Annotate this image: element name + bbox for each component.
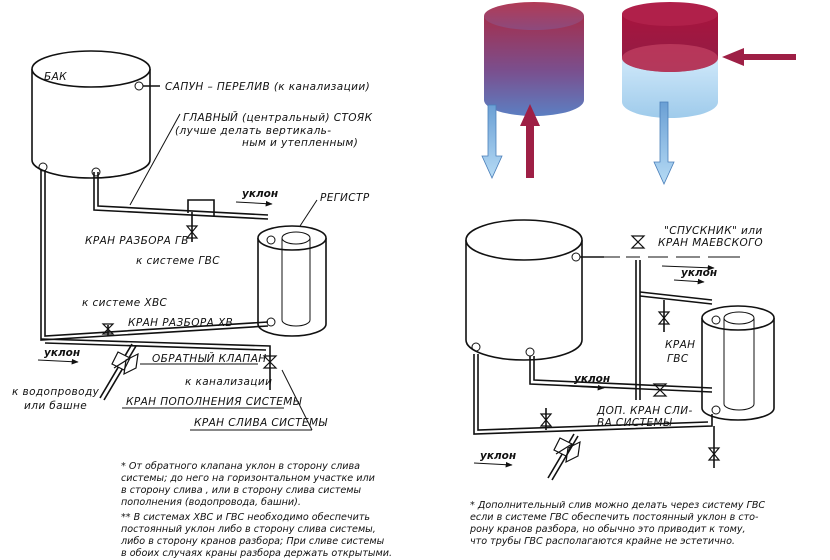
right-note-line: * Дополнительный слив можно делать через…: [470, 500, 765, 511]
right-fill-valve[interactable]: [565, 440, 581, 464]
right-riser-pipe: [635, 260, 641, 400]
pipe-loop: [187, 199, 215, 216]
air-vent-label-line-2: КРАН МАЕВСКОГО: [658, 237, 763, 249]
right-slope-arrow-top: [661, 264, 715, 271]
to-sewer-label: к канализации: [185, 376, 272, 388]
layered-tank-illustration: [622, 2, 796, 185]
hot-supply-pipe: [93, 172, 269, 220]
to-water-supply-line-2: или башне: [24, 400, 87, 412]
air-vent-valve[interactable]: [630, 235, 646, 249]
right-slope-arrow-3: [473, 461, 513, 468]
drain-valve[interactable]: [262, 355, 278, 369]
storage-tank: [31, 50, 151, 179]
right-hot-tap[interactable]: [657, 300, 671, 332]
right-register-drain-valve[interactable]: [707, 426, 721, 468]
right-slope-arrow-2: [567, 384, 605, 391]
riser-leader-line: [129, 113, 181, 206]
cold-outlet-arrow-2: [653, 101, 675, 185]
right-hot-branch: [639, 291, 713, 305]
note2-line: либо в сторону кранов разбора; При сливе…: [120, 535, 385, 547]
right-slope-label-3: уклон: [480, 450, 516, 462]
note1-line: * От обратного клапана уклон в сторону с…: [121, 460, 360, 472]
drain-pipe: [40, 338, 271, 390]
check-valve-label: ОБРАТНЫЙ КЛАПАН: [152, 352, 267, 365]
slope-arrow-top: [235, 200, 273, 207]
right-supply-pipe: [529, 356, 713, 393]
register-leader: [299, 199, 318, 227]
right-note: * Дополнительный слив можно делать через…: [469, 500, 765, 547]
hot-water-tap[interactable]: [185, 212, 199, 242]
right-extra-drain-valve[interactable]: [652, 383, 668, 397]
right-note-line: что трубы ГВС располагаются крайне не эс…: [470, 535, 735, 547]
register-heat-exchanger: [257, 225, 327, 337]
right-slope-label-1: уклон: [681, 267, 717, 279]
right-return-pipe: [473, 354, 713, 435]
note1-line: системы; до него на горизонтальном участ…: [121, 473, 375, 484]
extra-drain-label-line-1: ДОП. КРАН СЛИ-: [596, 405, 693, 417]
hot-inlet-arrow: [520, 104, 540, 178]
right-scheme: "СПУСКНИК" или КРАН МАЕВСКОГО уклон КРАН…: [465, 219, 775, 547]
right-note-line: если в системе ГВС обеспечить постоянный…: [470, 511, 759, 523]
right-bottom-tap[interactable]: [539, 408, 553, 430]
riser-note-line-2: ным и утепленным): [242, 137, 358, 149]
cold-tap-label: КРАН РАЗБОРА ХВ: [128, 317, 233, 329]
hot-inlet-arrow-side: [722, 48, 796, 66]
cold-outlet-arrow: [481, 104, 503, 179]
note2-line: ** В системах ХВС и ГВС необходимо обесп…: [121, 511, 370, 523]
note1-line: в сторону слива , или в сторону слива си…: [121, 485, 362, 496]
to-hot-water-system: к системе ГВС: [136, 255, 220, 267]
mixed-tank-illustration: [481, 2, 584, 179]
right-hot-tap-label-2: ГВС: [667, 353, 689, 365]
slope-label-top: уклон: [242, 188, 278, 200]
return-pipe: [40, 170, 269, 341]
fill-valve[interactable]: [123, 352, 139, 376]
right-fill-pipe: [547, 433, 579, 481]
drain-valve-leader: [281, 369, 313, 431]
register-label: РЕГИСТР: [320, 192, 370, 204]
tank-label: БАК: [44, 71, 67, 83]
to-water-supply-line-1: к водопроводу: [12, 386, 100, 398]
left-notes: * От обратного клапана уклон в сторону с…: [120, 460, 392, 559]
right-slope-arrow-1: [673, 278, 705, 285]
right-hot-tap-label-1: КРАН: [665, 339, 695, 351]
slope-label-bottom: уклон: [44, 347, 80, 359]
right-storage-tank: [465, 219, 583, 361]
note2-line: в обоих случаях краны разбора держать от…: [121, 547, 392, 559]
note1-line: пополнения (водопровода, башни).: [121, 496, 301, 508]
fill-pipe: [99, 343, 137, 401]
slope-arrow-bottom: [37, 358, 79, 365]
note2-line: постоянный уклон либо в сторону слива си…: [121, 523, 376, 535]
right-register: [701, 305, 775, 421]
fill-valve-label: КРАН ПОПОЛНЕНИЯ СИСТЕМЫ: [126, 396, 302, 408]
right-note-line: рону кранов разбора, но обычно это приво…: [469, 523, 746, 535]
left-scheme: БАК САПУН – ПЕРЕЛИВ (к канализации) ГЛАВ…: [12, 50, 392, 559]
check-valve: [111, 351, 131, 371]
right-slope-label-2: уклон: [574, 373, 610, 385]
to-cold-water-system: к системе ХВС: [82, 297, 168, 309]
vent-label: САПУН – ПЕРЕЛИВ (к канализации): [165, 81, 370, 93]
cold-water-tap[interactable]: [101, 323, 115, 336]
air-vent-label-line-1: "СПУСКНИК" или: [664, 225, 763, 237]
riser-label: ГЛАВНЫЙ (центральный) СТОЯК: [183, 111, 373, 124]
hot-tap-label: КРАН РАЗБОРА ГВ: [85, 235, 189, 247]
riser-note-line-1: (лучше делать вертикаль-: [175, 125, 331, 137]
drain-valve-label: КРАН СЛИВА СИСТЕМЫ: [194, 417, 327, 429]
